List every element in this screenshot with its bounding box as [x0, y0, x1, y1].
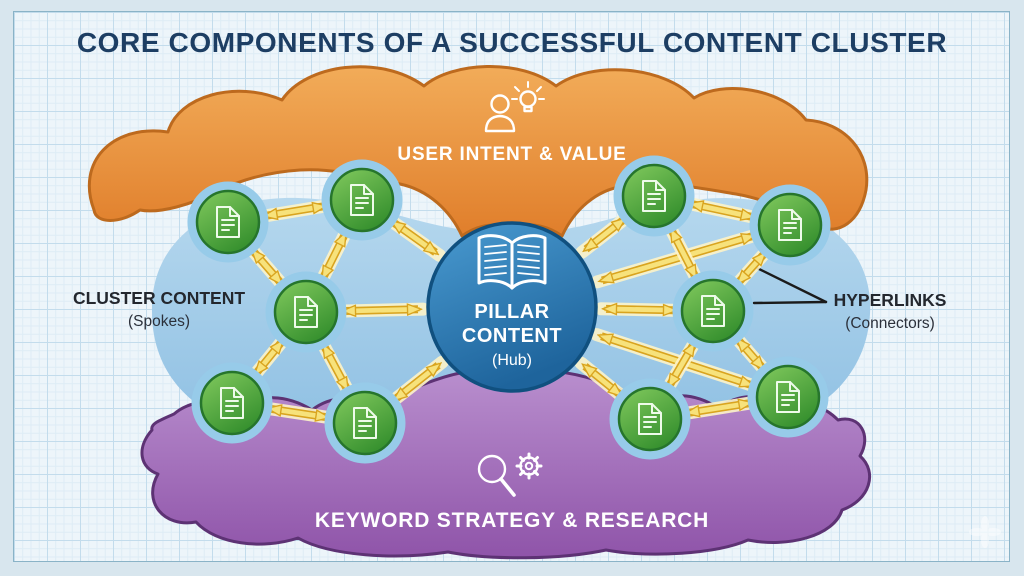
cluster-doc-node — [191, 362, 273, 444]
bottom-cloud-label: KEYWORD STRATEGY & RESEARCH — [315, 509, 709, 532]
pillar-hub: PILLAR CONTENT (Hub) — [426, 221, 598, 393]
document-icon — [220, 387, 244, 419]
cluster-doc-node — [324, 382, 406, 464]
cluster-content-sublabel: (Spokes) — [128, 313, 190, 330]
hub-title-line1: PILLAR — [474, 301, 549, 323]
link-arrow — [246, 331, 292, 384]
top-cloud-label: USER INTENT & VALUE — [397, 144, 626, 165]
link-arrow — [385, 355, 449, 409]
cluster-doc-nodes — [187, 155, 831, 464]
document-icon — [350, 184, 374, 216]
pointer-line — [755, 266, 828, 304]
document-icon — [642, 180, 666, 212]
cluster-doc-node — [672, 270, 754, 352]
cluster-doc-node — [749, 184, 831, 266]
document-icon — [294, 296, 318, 328]
cluster-doc-node — [609, 378, 691, 460]
link-arrow — [314, 223, 354, 289]
link-arrows — [243, 196, 774, 425]
document-icon — [353, 407, 377, 439]
link-arrow — [729, 243, 774, 293]
link-arrow — [594, 302, 686, 317]
hyperlinks-label: HYPERLINKS — [834, 290, 947, 310]
document-icon — [701, 295, 725, 327]
cluster-doc-node — [187, 181, 269, 263]
document-icon — [638, 403, 662, 435]
link-arrow — [255, 199, 335, 223]
cluster-doc-node — [265, 271, 347, 353]
hub-title-line2: CONTENT — [462, 325, 562, 347]
link-arrow — [728, 330, 773, 378]
document-icon — [776, 381, 800, 413]
link-arrow — [315, 335, 356, 400]
magnifier-gear-icon — [477, 452, 543, 497]
link-arrow — [663, 219, 704, 288]
document-icon — [778, 209, 802, 241]
link-arrow — [333, 302, 430, 318]
cluster-doc-node — [613, 155, 695, 237]
watermark-flower-icon — [969, 516, 1001, 548]
link-arrow — [259, 401, 338, 425]
hub-subtitle: (Hub) — [492, 352, 532, 369]
cluster-content-label: CLUSTER CONTENT — [73, 288, 245, 308]
user-lightbulb-icon — [484, 81, 545, 133]
hyperlink-pointer-lines — [752, 266, 828, 305]
link-arrow — [383, 213, 447, 262]
link-arrow — [677, 395, 761, 421]
link-arrow — [680, 196, 764, 225]
cluster-doc-node — [321, 159, 403, 241]
link-arrow — [660, 333, 703, 397]
cluster-doc-node — [747, 356, 829, 438]
document-icon — [216, 206, 240, 238]
link-arrow — [243, 241, 291, 293]
pointer-line — [752, 300, 828, 305]
page-title: CORE COMPONENTS OF A SUCCESSFUL CONTENT … — [76, 27, 948, 58]
hyperlinks-sublabel: (Connectors) — [845, 315, 935, 332]
open-book-icon — [477, 234, 547, 290]
